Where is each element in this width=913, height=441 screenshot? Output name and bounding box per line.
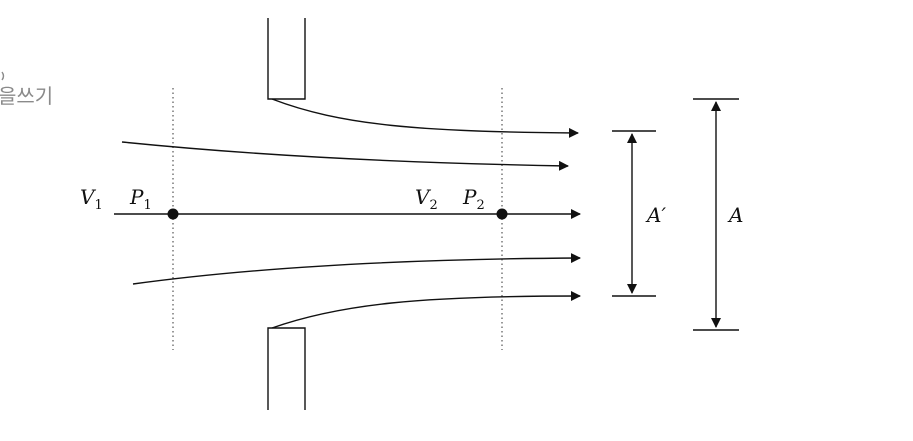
label-a: A: [727, 203, 743, 227]
margin-mark: [1, 71, 5, 81]
upper-orifice-plate: [267, 18, 306, 100]
lower-orifice-plate: [267, 327, 306, 410]
streamline-upper: [121, 141, 569, 171]
point-p1: [167, 208, 179, 220]
point-p2: [496, 208, 508, 220]
streamline-top: [271, 98, 579, 138]
label-p2: P2: [462, 185, 485, 213]
margin-note: 을쓰기: [0, 84, 53, 108]
label-p1: P1: [129, 185, 152, 213]
streamline-lower: [132, 253, 581, 285]
streamline-bottom: [271, 291, 581, 329]
label-v2: V2: [415, 185, 438, 213]
label-a-prime: A′: [645, 203, 666, 227]
label-v1: V1: [80, 185, 103, 213]
